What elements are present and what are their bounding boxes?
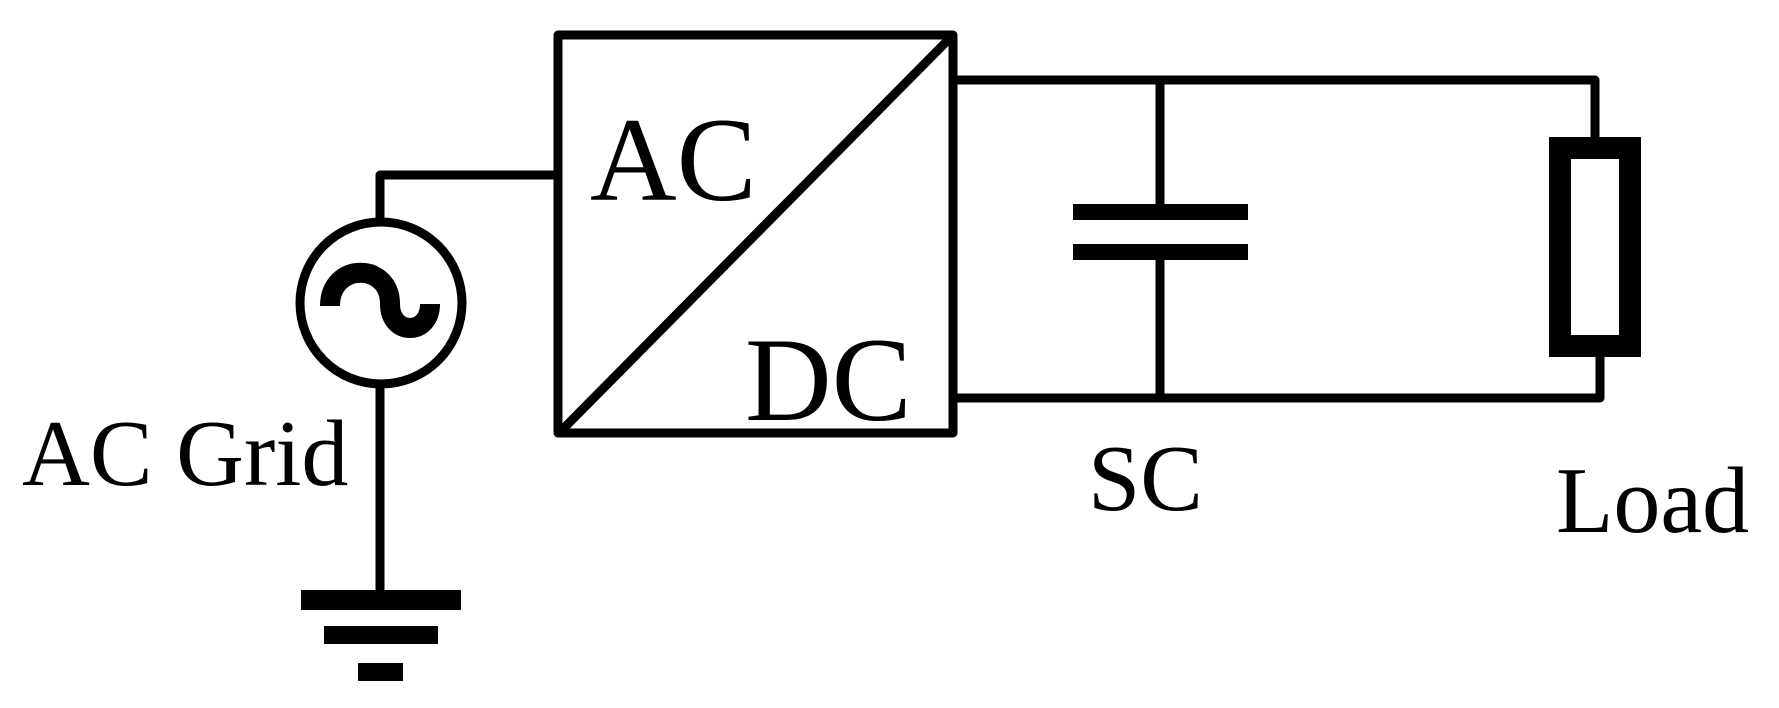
dc-bus	[948, 75, 1605, 403]
ac-dc-converter: AC DC	[553, 30, 958, 446]
resistor-icon	[1549, 137, 1641, 357]
converter-dc-label: DC	[745, 313, 912, 446]
ac-source-icon	[295, 217, 467, 389]
capacitor-icon	[1073, 77, 1248, 401]
converter-ac-label: AC	[590, 93, 757, 226]
ac-grid-label: AC Grid	[22, 402, 348, 506]
capacitor-label: SC	[1088, 427, 1203, 531]
ac-grid-wiring	[375, 170, 558, 602]
ground-icon	[301, 590, 461, 681]
load-label: Load	[1556, 449, 1749, 553]
